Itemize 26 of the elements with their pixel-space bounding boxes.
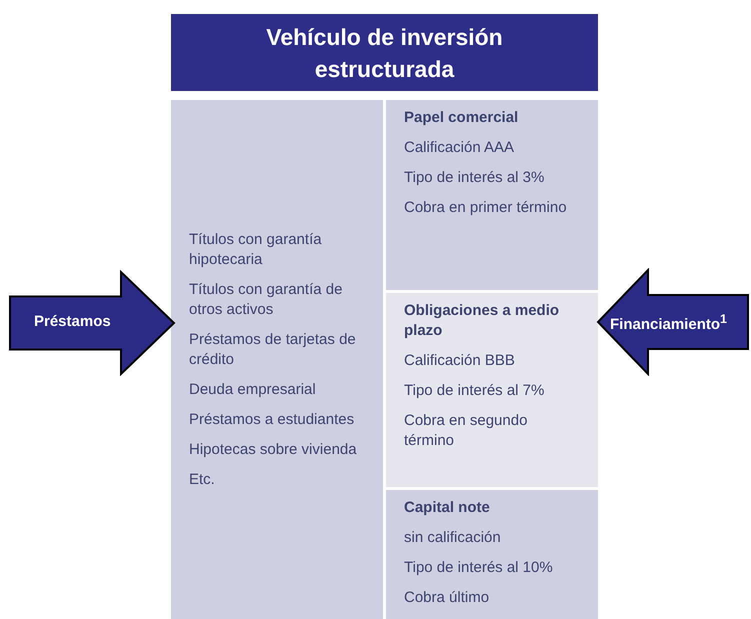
list-item: Calificación AAA — [404, 138, 516, 158]
panel-heading: Papel comercial — [404, 108, 520, 128]
panel — [386, 100, 598, 290]
list-item: Préstamos a estudiantes — [189, 410, 356, 430]
list-item: Etc. — [189, 470, 216, 490]
list-item: Cobra en segundo término — [404, 411, 528, 451]
panel — [171, 100, 383, 619]
panel — [386, 490, 598, 619]
list-item: Cobra último — [404, 588, 490, 608]
list-item: Tipo de interés al 10% — [404, 558, 554, 578]
list-item: Préstamos de tarjetas de crédito — [189, 330, 357, 370]
list-item: Hipotecas sobre vivienda — [189, 440, 358, 460]
list-item: Títulos con garantía hipotecaria — [189, 230, 323, 270]
list-item: Cobra en primer término — [404, 198, 568, 218]
list-item: Títulos con garantía de otros activos — [189, 280, 344, 320]
panel — [386, 293, 598, 487]
arrow-label: Financiamiento$^{1}$ — [610, 312, 727, 333]
list-item: Tipo de interés al 3% — [404, 168, 546, 188]
list-item: Tipo de interés al 7% — [404, 381, 546, 401]
panel-heading: Capital note — [404, 498, 491, 518]
list-item: Deuda empresarial — [189, 380, 317, 400]
title-band: Vehículo de inversión estructurada — [171, 14, 598, 91]
list-item: Calificación BBB — [404, 351, 516, 371]
list-item: sin calificación — [404, 528, 502, 548]
arrow-label: Préstamos — [34, 313, 111, 330]
panel-heading: Obligaciones a medio plazo — [404, 301, 560, 341]
